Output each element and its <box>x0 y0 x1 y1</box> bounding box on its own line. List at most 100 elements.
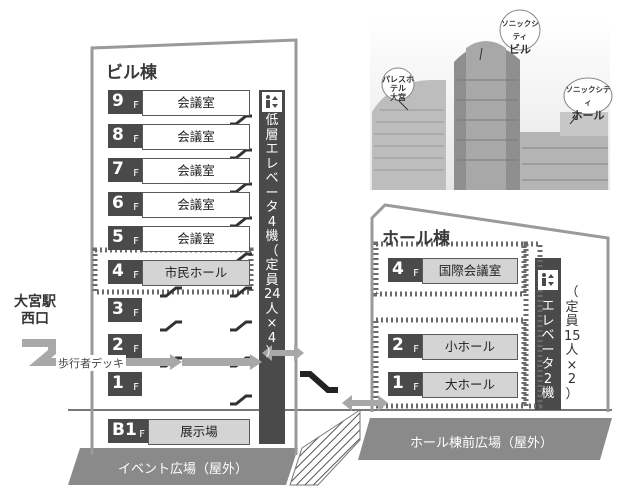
photo-label-sonic-biru-line1: ソニックシティ <box>501 19 539 41</box>
room-9f: 会議室 <box>142 90 250 116</box>
hall-building-outline <box>370 203 610 412</box>
floor-number: 8 <box>112 125 124 145</box>
photo-label-hotel-line1: パレスホテル <box>382 75 414 93</box>
elevator-icon <box>262 92 282 112</box>
elevator-text-char: 機 <box>541 386 555 401</box>
elevator-text-char: 定 <box>265 258 279 273</box>
elevator-text-char: 2 <box>567 372 577 387</box>
floor-suffix: F <box>133 100 139 111</box>
outdoor-escalator <box>300 371 338 393</box>
room-hall-1f-large-hall: 大ホール <box>422 372 518 398</box>
biru-elevator-shaft <box>259 90 285 444</box>
elevator-text-char: エ <box>541 299 555 314</box>
floor-number: 4 <box>392 259 404 279</box>
station-label-line1: 大宮駅 <box>14 294 56 310</box>
elevator-text-char: （ <box>265 243 279 259</box>
elevator-icon <box>538 270 558 290</box>
photo-label-sonic-hall-line1: ソニックシティ <box>565 85 611 107</box>
floor-suffix: F <box>139 429 145 440</box>
elevator-text-char: ） <box>265 345 279 360</box>
elevator-text-char: 機 <box>265 229 279 244</box>
elevator-text-char: 人 <box>565 343 579 358</box>
floor-number: 3 <box>112 299 124 319</box>
floor-suffix: F <box>133 134 139 145</box>
room-5f: 会議室 <box>142 226 250 252</box>
floor-suffix: F <box>133 270 139 281</box>
floor-suffix: F <box>133 382 139 393</box>
photo-label-sonic-biru: ソニックシティ ビル <box>500 17 540 56</box>
elevator-text-char: ー <box>265 185 279 201</box>
elevator-text-char: 4 <box>267 330 277 346</box>
elevator-text-char: ー <box>541 342 555 358</box>
floor-suffix: F <box>133 168 139 179</box>
floor-number: 2 <box>392 335 404 355</box>
room-4f-citizen-hall: 市民ホール <box>142 260 250 286</box>
elevator-text-char: 低 <box>265 113 279 128</box>
elevator-text-char: 4 <box>267 214 277 230</box>
elevator-text-char: レ <box>265 156 279 172</box>
floor-number: B1 <box>112 420 137 440</box>
elevator-text-char: 層 <box>265 127 279 143</box>
room-6f: 会議室 <box>142 192 250 218</box>
elevator-text-char: 員 <box>265 272 279 288</box>
elevator-text-char: タ <box>541 357 555 372</box>
floor-number: 4 <box>112 261 124 281</box>
elevator-text-char: 24 <box>264 287 281 302</box>
floor-number: 1 <box>392 373 404 393</box>
event-plaza-label: イベント広場（屋外） <box>118 462 249 477</box>
elevator-text-char: 15 <box>564 328 581 344</box>
hall-plaza-ground <box>358 418 612 460</box>
floor-suffix: F <box>133 202 139 213</box>
floor-number: 1 <box>112 373 124 393</box>
elevator-text-char: 人 <box>265 301 279 317</box>
floor-suffix: F <box>413 344 419 355</box>
floor-number: 7 <box>112 159 124 179</box>
floor-suffix: F <box>413 268 419 279</box>
elevator-text-char: エ <box>265 142 279 157</box>
elevator-text-char: × <box>266 316 278 331</box>
floor-number: 5 <box>112 227 124 247</box>
floor-number: 2 <box>112 335 124 355</box>
building-photo <box>370 9 613 190</box>
elevator-text-char: 2 <box>543 371 553 387</box>
connection-arrows <box>262 345 388 411</box>
event-plaza-ground <box>68 448 298 485</box>
floor-suffix: F <box>133 308 139 319</box>
floor-number: 9 <box>112 91 124 111</box>
station-label: 大宮駅 西口 <box>14 294 56 328</box>
hall-title: ホール棟 <box>382 229 450 249</box>
hall-plaza-label: ホール棟前広場（屋外） <box>410 436 554 451</box>
biru-title: ビル棟 <box>106 63 157 83</box>
ramp <box>289 409 361 486</box>
station-label-line2: 西口 <box>21 311 49 327</box>
deck-label: 歩行者デッキ <box>56 355 126 371</box>
photo-label-sonic-biru-line2: ビル <box>509 43 531 56</box>
photo-label-hotel: パレスホテル 大宮 <box>382 75 414 102</box>
elevator-text-char: 定 <box>565 299 579 315</box>
room-7f: 会議室 <box>142 158 250 184</box>
hall-4f-highlight <box>373 241 527 297</box>
elevator-text-char: ベ <box>265 171 279 186</box>
elevator-text-char: （ <box>565 285 579 300</box>
elevator-text-char: ベ <box>541 328 555 343</box>
elevator-text-char: ） <box>565 386 579 402</box>
photo-label-sonic-hall: ソニックシティ ホール <box>564 83 612 122</box>
room-hall-4f-intl-conference: 国際会議室 <box>422 258 518 284</box>
elevator-text-char: タ <box>265 200 279 215</box>
hall-elevator-highlight <box>523 241 543 409</box>
floor-suffix: F <box>413 382 419 393</box>
